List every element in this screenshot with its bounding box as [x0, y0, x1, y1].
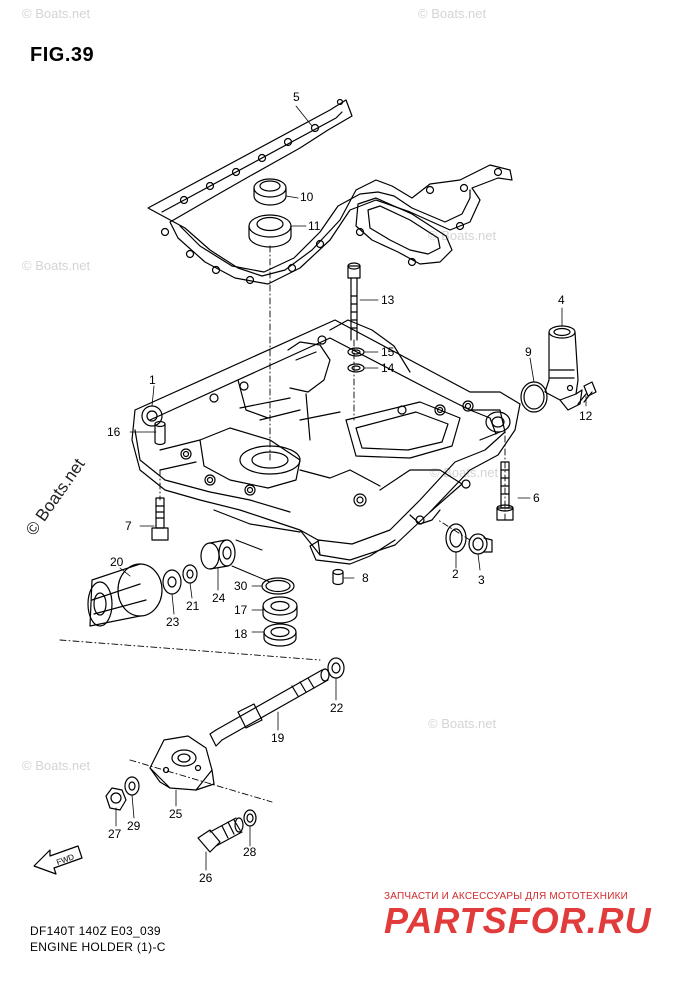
oil-seal-part	[253, 178, 287, 206]
callout-2: 2	[452, 567, 459, 581]
callout-10: 10	[300, 190, 314, 204]
shop-brand-logo: PARTSFOR.RU	[384, 900, 652, 941]
assembly-name: ENGINE HOLDER (1)-C	[30, 940, 166, 954]
engine-holder-body	[131, 319, 521, 565]
figure-title: FIG.39	[30, 44, 95, 66]
callout-16: 16	[107, 425, 121, 439]
watermark: © Boats.net	[430, 465, 499, 480]
washer-part	[124, 776, 140, 796]
mount-rubber-part	[87, 563, 163, 627]
watermark: © Boats.net	[428, 716, 497, 731]
model-code: DF140T 140Z E03_039	[30, 924, 161, 938]
o-ring-part	[520, 381, 548, 413]
callout-20: 20	[110, 555, 124, 569]
dowel-pin-part	[154, 420, 166, 446]
washer-part	[182, 564, 198, 584]
shaft-part	[209, 668, 330, 747]
callout-22: 22	[330, 701, 344, 715]
callout-27: 27	[108, 827, 122, 841]
callout-9: 9	[525, 345, 532, 359]
gasket-part	[147, 98, 513, 285]
watermark: © Boats.net	[428, 228, 497, 243]
callout-23: 23	[166, 615, 180, 629]
callout-21: 21	[186, 599, 200, 613]
callout-26: 26	[199, 871, 213, 885]
drain-plug-part	[468, 533, 493, 555]
callout-13: 13	[381, 293, 395, 307]
bracket-part	[149, 735, 215, 791]
washer-part	[162, 569, 182, 595]
oil-seal-part	[248, 214, 292, 248]
watermark: © Boats.net	[418, 6, 487, 21]
callout-labels: 5 10 11 13 15 14 1 16 4 9 12 6 7 8 2 3 2…	[107, 90, 593, 885]
callout-4: 4	[558, 293, 565, 307]
callout-11: 11	[308, 219, 321, 233]
callout-8: 8	[362, 571, 369, 585]
circlip-part	[261, 577, 295, 595]
callout-28: 28	[243, 845, 257, 859]
watermark: © Boats.net	[22, 758, 91, 773]
gasket-ring-part	[445, 523, 467, 553]
pin-part	[332, 568, 344, 586]
callout-17: 17	[234, 603, 248, 617]
callout-12: 12	[579, 409, 593, 423]
pipe-fitting-part	[544, 325, 583, 411]
callout-1: 1	[149, 373, 156, 387]
callout-14: 14	[381, 361, 395, 375]
bolt-part	[197, 817, 244, 853]
shop-tagline: ЗАПЧАСТИ И АКСЕССУАРЫ ДЛЯ МОТОТЕХНИКИ	[384, 891, 629, 902]
callout-3: 3	[478, 573, 485, 587]
mount-guide-line	[231, 539, 271, 583]
callout-5: 5	[293, 90, 300, 104]
nut-part	[105, 787, 127, 811]
washer-part	[347, 363, 365, 373]
callout-6: 6	[533, 491, 540, 505]
callout-7: 7	[125, 519, 132, 533]
bolt-part	[496, 461, 514, 521]
callout-24: 24	[212, 591, 226, 605]
bearing-part	[262, 596, 298, 624]
fwd-arrow-icon: FWD	[33, 845, 83, 875]
callout-19: 19	[271, 731, 285, 745]
callout-29: 29	[127, 819, 141, 833]
watermark: © Boats.net	[22, 258, 91, 273]
watermark: © Boats.net	[22, 6, 91, 21]
leader-lines	[115, 105, 587, 871]
bolt-part	[347, 262, 361, 341]
collar-part	[200, 539, 236, 570]
callout-15: 15	[381, 345, 395, 359]
callout-18: 18	[234, 627, 248, 641]
oil-seal-part	[263, 623, 297, 647]
washer-part	[327, 657, 345, 679]
washer-part	[243, 809, 257, 827]
bolt-part	[577, 381, 597, 405]
callout-30: 30	[234, 579, 248, 593]
bolt-part	[151, 497, 169, 541]
callout-25: 25	[169, 807, 183, 821]
